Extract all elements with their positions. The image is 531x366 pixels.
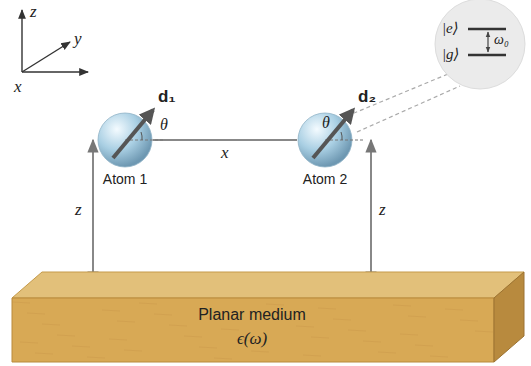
state-label: |g⟩ bbox=[442, 46, 459, 63]
dipole-label: d₁ bbox=[158, 88, 175, 107]
distance-label: z bbox=[379, 201, 386, 220]
medium-name: Planar medium bbox=[198, 306, 306, 324]
zoom-leader bbox=[347, 74, 460, 132]
angle-label: θ bbox=[322, 114, 330, 132]
state-label: ω₀ bbox=[494, 32, 509, 47]
axis-label: y bbox=[74, 30, 82, 49]
planar-medium: Planar medium ϵ(ω) bbox=[12, 270, 524, 364]
atom-label: Atom 1 bbox=[103, 172, 147, 187]
angle-label: θ bbox=[160, 116, 168, 134]
permittivity-label: ϵ(ω) bbox=[237, 330, 267, 349]
axis-label: x bbox=[14, 78, 22, 97]
separation-line bbox=[153, 139, 297, 141]
distance-label: z bbox=[75, 201, 82, 220]
distance-label: x bbox=[221, 144, 229, 163]
height-arrow bbox=[92, 140, 94, 284]
axis-label: z bbox=[30, 3, 37, 22]
state-label: |e⟩ bbox=[442, 20, 459, 37]
height-arrow bbox=[370, 140, 372, 284]
atom-sphere: Atom 1 bbox=[97, 112, 153, 168]
dipole-label: d₂ bbox=[358, 88, 376, 107]
atom-shape bbox=[97, 112, 153, 168]
level-inset: |e⟩ |g⟩ ω₀ bbox=[434, 0, 526, 92]
atom-label: Atom 2 bbox=[303, 172, 347, 187]
